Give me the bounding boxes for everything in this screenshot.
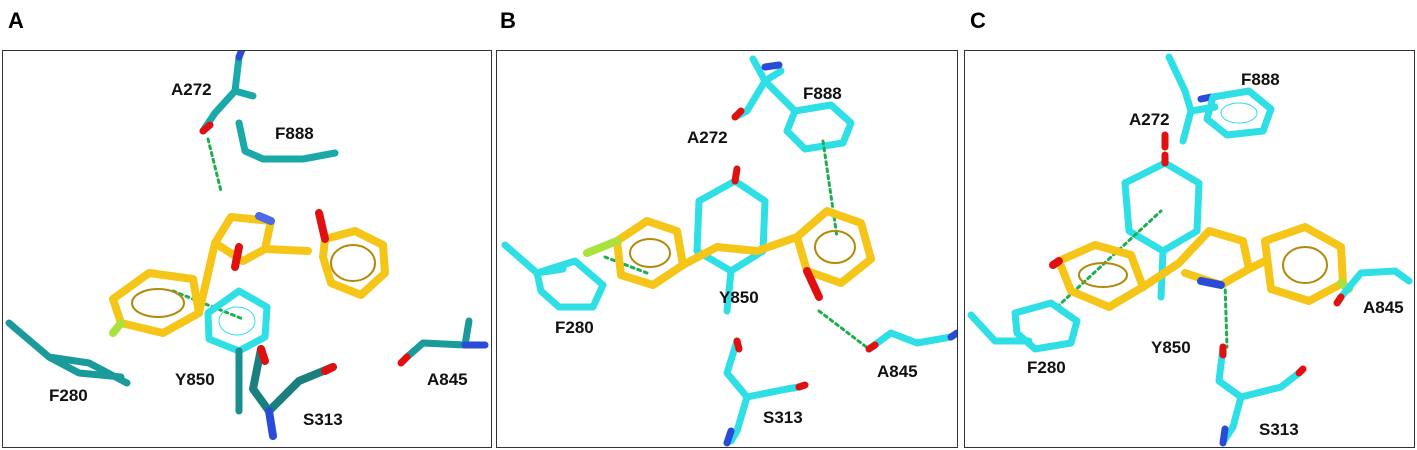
residue-a845-sticks — [865, 329, 957, 353]
hbond-c-2 — [1223, 281, 1229, 349]
label-f888: F888 — [275, 124, 314, 143]
label-a845: A845 — [877, 362, 918, 381]
label-a845: A845 — [427, 370, 468, 389]
panel-a: A272 F888 F280 Y850 S313 A845 — [2, 50, 492, 448]
hbond-a-1 — [206, 137, 223, 193]
residue-f280-sticks — [5, 319, 131, 387]
label-a845: A845 — [1363, 298, 1404, 317]
hbond-b-1 — [821, 139, 839, 239]
residue-f888-sticks — [235, 119, 339, 163]
residue-f280-sticks — [967, 299, 1081, 353]
label-y850: Y850 — [719, 288, 759, 307]
label-f888: F888 — [803, 84, 842, 103]
panel-letter-c: C — [970, 8, 986, 33]
molecular-view-c: A272 F888 F280 Y850 S313 A845 — [967, 53, 1413, 447]
label-s313: S313 — [1259, 420, 1299, 439]
molecular-view-b: A272 F888 F280 Y850 S313 A845 — [501, 55, 957, 447]
label-f280: F280 — [1027, 358, 1066, 377]
residue-s313-sticks — [723, 337, 809, 447]
label-s313: S313 — [763, 408, 803, 427]
molecular-view-a: A272 F888 F280 Y850 S313 A845 — [5, 51, 489, 440]
panel-c: A272 F888 F280 Y850 S313 A845 — [964, 50, 1415, 448]
hbond-a-2 — [171, 289, 245, 321]
label-f280: F280 — [49, 386, 88, 405]
label-a272: A272 — [687, 128, 728, 147]
residue-a272-sticks — [199, 51, 257, 135]
panel-letter-b: B — [500, 8, 516, 33]
residue-a845-sticks — [1333, 267, 1413, 307]
residue-a272-sticks — [1161, 53, 1219, 151]
label-f888: F888 — [1241, 70, 1280, 89]
panel-b: A272 F888 F280 Y850 S313 A845 — [496, 50, 958, 448]
label-y850: Y850 — [1151, 338, 1191, 357]
residue-f888-sticks — [1203, 87, 1275, 139]
ligand-sticks-a — [109, 209, 389, 337]
ligand-sticks-c — [1049, 223, 1353, 311]
label-a272: A272 — [1129, 110, 1170, 129]
residue-f888-sticks — [761, 77, 855, 153]
label-a272: A272 — [171, 80, 212, 99]
residue-f280-sticks — [501, 241, 607, 311]
label-s313: S313 — [303, 410, 343, 429]
label-f280: F280 — [555, 318, 594, 337]
label-y850: Y850 — [175, 370, 215, 389]
residue-a845-sticks — [397, 317, 489, 367]
panel-letter-a: A — [8, 8, 24, 33]
residue-y850-sticks — [204, 287, 271, 415]
ligand-sticks-b — [583, 207, 875, 301]
residue-s313-sticks — [249, 345, 337, 440]
hbond-b-2 — [817, 309, 871, 351]
residue-s313-sticks — [1215, 343, 1307, 447]
hbond-b-3 — [603, 255, 649, 275]
